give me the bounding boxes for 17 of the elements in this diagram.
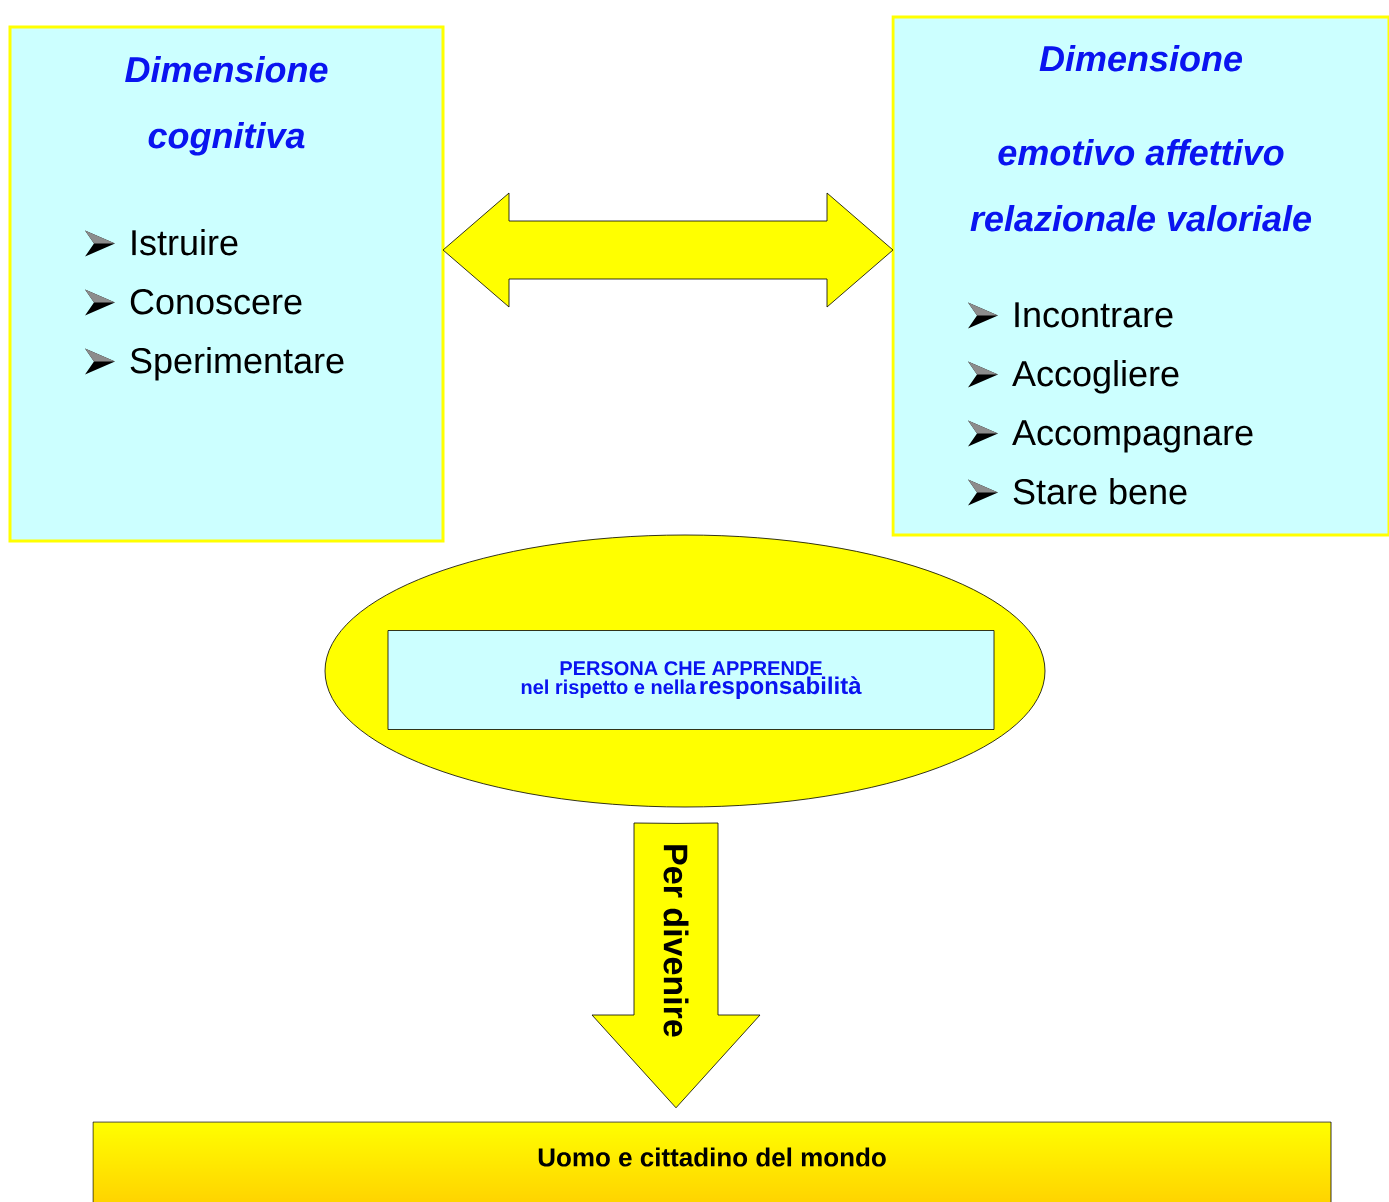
heading: Dimensione cognitiva [125, 56, 328, 156]
heading: Dimensione [1039, 45, 1243, 72]
text-box: PERSONA CHE APPRENDE nel rispetto e nella responsabilità [387, 630, 995, 730]
text-box [8, 25, 445, 543]
edge-label: Per divenire [663, 845, 689, 1037]
list-item: Accompagnare [968, 420, 1253, 453]
result-box: Uomo e cittadino del mondo [92, 1121, 1332, 1202]
list-item: Istruire [85, 229, 238, 257]
heading: emotivo affettivo relazionale valoriale [970, 139, 1312, 232]
list-item: Sperimentare [85, 347, 344, 381]
list-item: Conoscere [85, 288, 302, 316]
list-item: Accogliere [968, 360, 1179, 394]
list-item: Incontrare [968, 302, 1173, 329]
block-arrow [442, 192, 894, 308]
block-arrow [591, 822, 761, 1109]
text-box [891, 15, 1389, 537]
list-item: Stare bene [968, 478, 1187, 506]
